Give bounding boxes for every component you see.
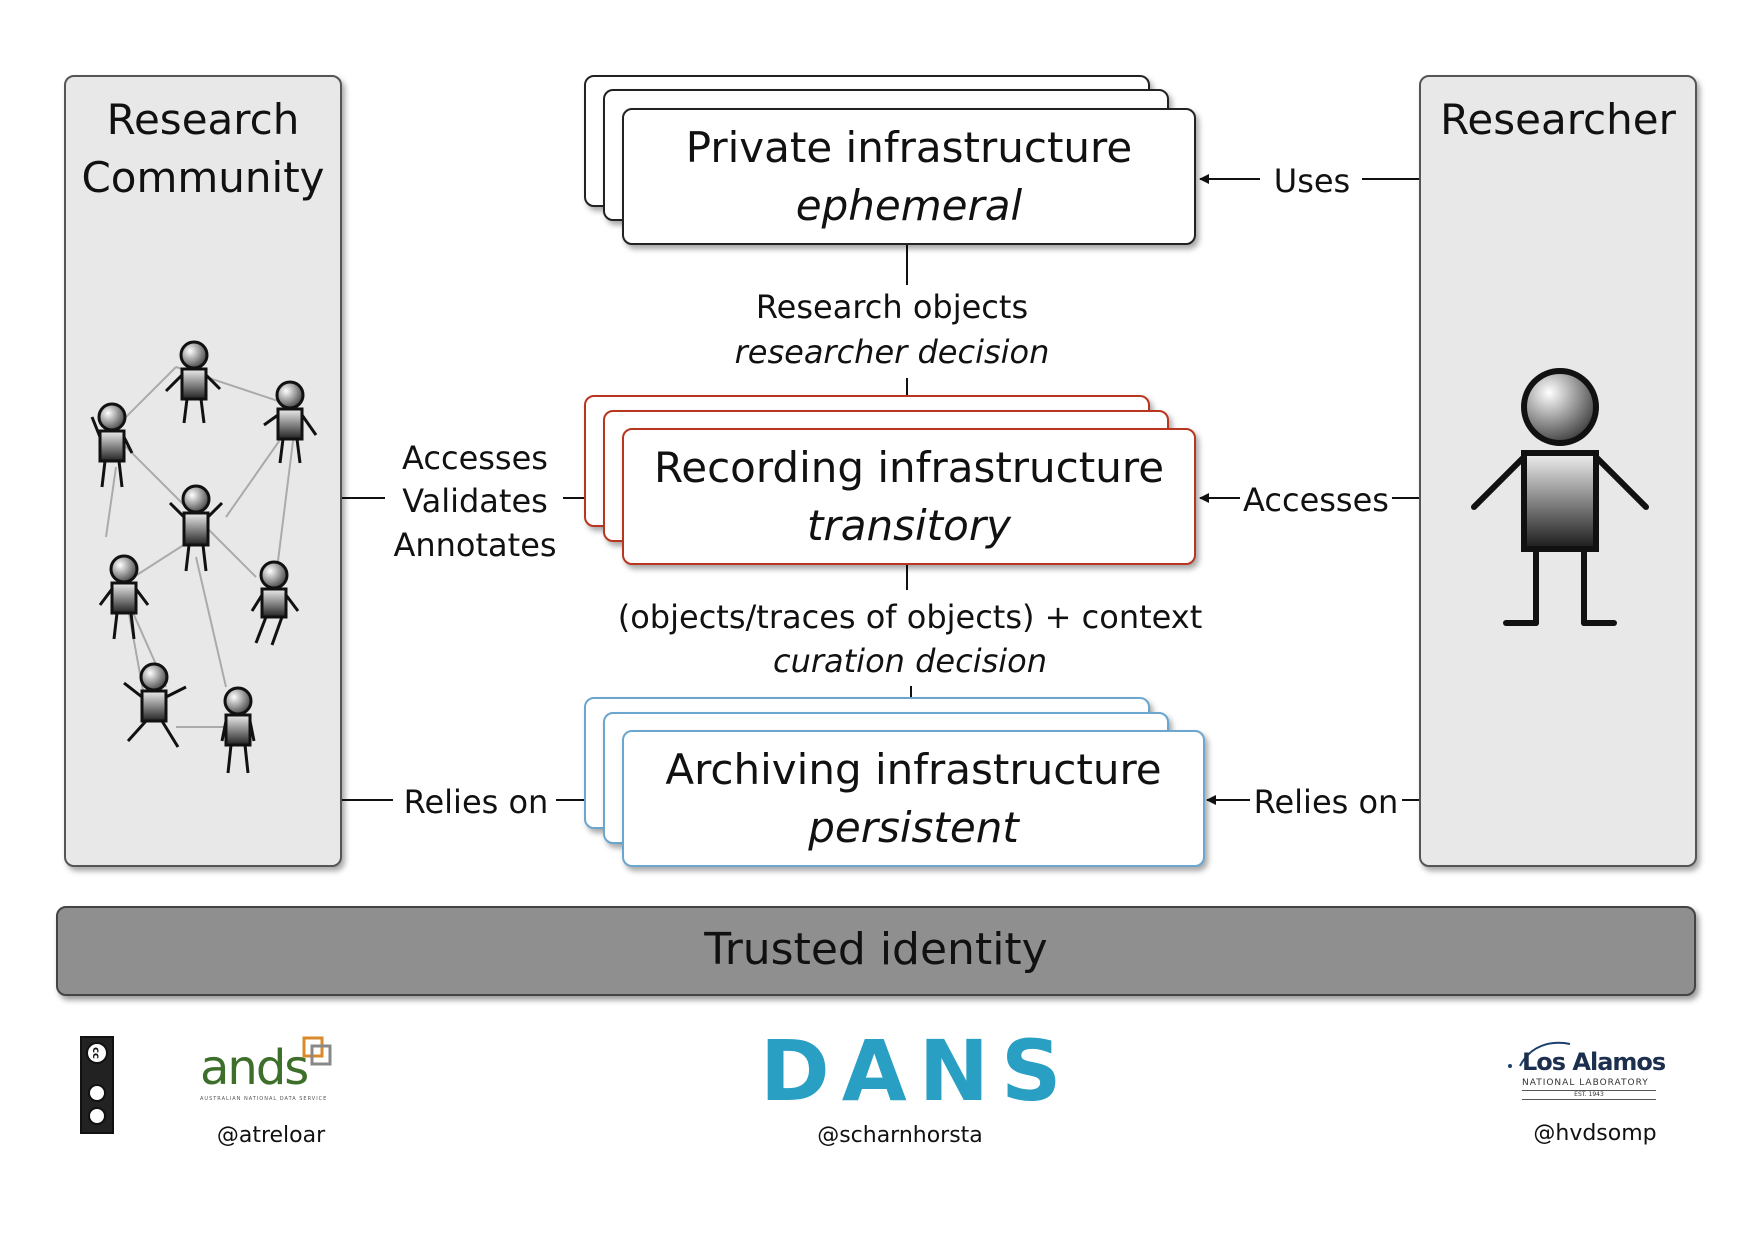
- archiving-infrastructure-card: Archiving infrastructure persistent: [622, 730, 1205, 867]
- lanl-est: EST. 1943: [1522, 1090, 1656, 1100]
- ands-logo-text: ands: [200, 1040, 309, 1096]
- researcher-title: Researcher: [1440, 95, 1676, 144]
- flow2-line1: (objects/traces of objects) + context: [617, 598, 1203, 636]
- dans-logo: DANS: [760, 1022, 1074, 1120]
- recording-infrastructure-card: Recording infrastructure transitory: [622, 428, 1196, 565]
- right-accesses-label: Accesses: [1243, 481, 1389, 519]
- research-community-title-line1: Research: [106, 95, 300, 144]
- research-community-title-line2: Community: [81, 153, 325, 202]
- researcher-figure-icon: [1471, 368, 1649, 626]
- archiving-subtitle: persistent: [808, 803, 1019, 852]
- flow2-line2: curation decision: [772, 642, 1047, 680]
- recording-subtitle: transitory: [807, 501, 1011, 550]
- recording-title: Recording infrastructure: [653, 443, 1165, 492]
- flow1-line1: Research objects: [755, 288, 1029, 326]
- lanl-logo-text: Los Alamos: [1522, 1048, 1666, 1076]
- trusted-identity-bar: Trusted identity: [56, 906, 1696, 996]
- ands-logo: ands AUSTRALIAN NATIONAL DATA SERVICE: [196, 1036, 346, 1106]
- lanl-sub: NATIONAL LABORATORY: [1522, 1078, 1649, 1088]
- ands-tagline: AUSTRALIAN NATIONAL DATA SERVICE: [200, 1096, 328, 1102]
- private-title: Private infrastructure: [685, 123, 1133, 172]
- cc-license-icon: cc: [80, 1036, 114, 1134]
- lanl-logo: Los Alamos NATIONAL LABORATORY EST. 1943: [1490, 1036, 1670, 1116]
- left-accesses-label: Accesses: [402, 439, 548, 477]
- left-annotates-label: Annotates: [393, 526, 557, 564]
- research-community-panel: Research Community: [64, 75, 342, 867]
- ands-handle: @atreloar: [216, 1123, 326, 1148]
- private-subtitle: ephemeral: [795, 181, 1023, 230]
- left-relies-on-label: Relies on: [403, 783, 549, 821]
- svg-text:cc: cc: [90, 1047, 101, 1059]
- right-relies-on-label: Relies on: [1253, 783, 1399, 821]
- community-figures-icon: [90, 340, 318, 774]
- dans-handle: @scharnhorsta: [817, 1123, 983, 1148]
- flow1-line2: researcher decision: [734, 333, 1050, 371]
- right-uses-label: Uses: [1273, 162, 1351, 200]
- researcher-panel: Researcher: [1419, 75, 1697, 867]
- left-validates-label: Validates: [402, 482, 548, 520]
- lanl-handle: @hvdsomp: [1533, 1121, 1657, 1146]
- archiving-title: Archiving infrastructure: [665, 745, 1162, 794]
- private-infrastructure-card: Private infrastructure ephemeral: [622, 108, 1196, 245]
- cc-badge-text: cc BY SA: [0, 0, 1, 1]
